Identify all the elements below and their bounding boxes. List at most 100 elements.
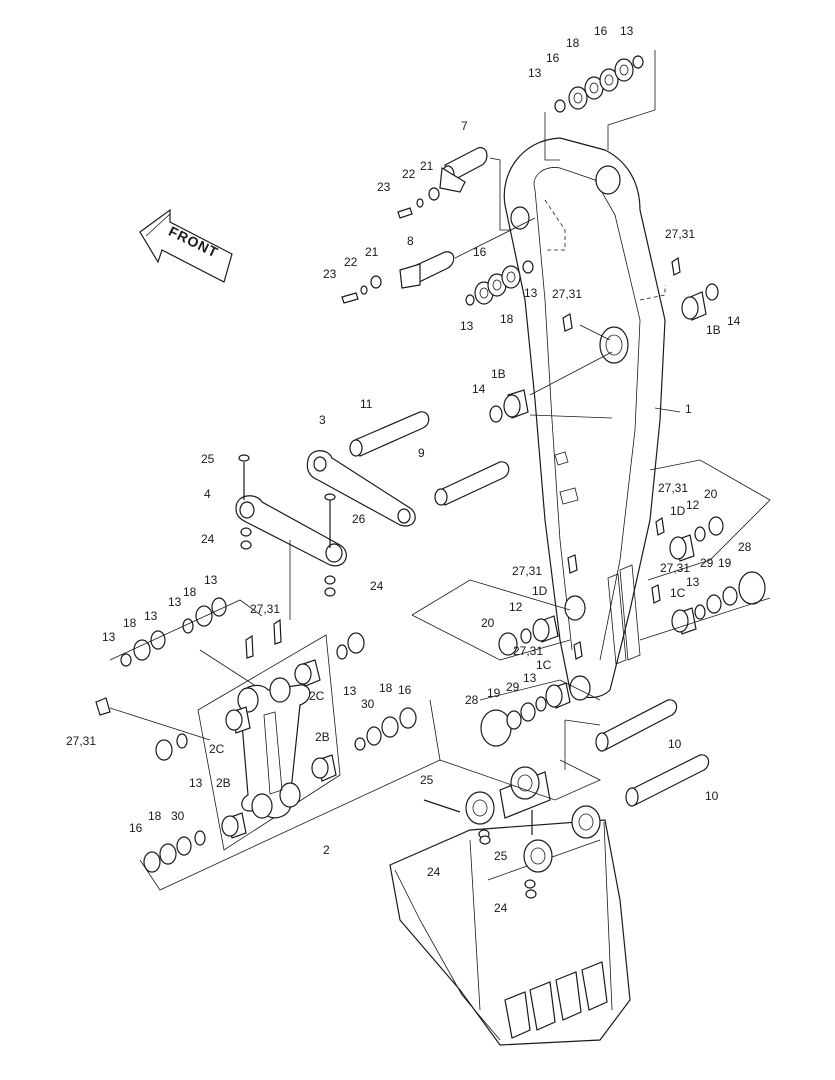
callout-58: 27,31: [250, 602, 280, 616]
link-3: [306, 450, 416, 527]
callout-46: 27,31: [513, 644, 543, 658]
callout-18: 14: [727, 314, 741, 328]
callout-69: 16: [129, 821, 143, 835]
callout-14: 13: [524, 286, 538, 300]
callout-6: 21: [420, 159, 434, 173]
callout-15: 13: [460, 319, 474, 333]
callout-48: 28: [465, 693, 479, 707]
callout-78: 24: [494, 901, 508, 915]
pin-7: [397, 147, 512, 231]
callout-44: 12: [509, 600, 523, 614]
callout-77: 24: [427, 865, 441, 879]
callout-62: 18: [379, 681, 393, 695]
callout-50: 29: [506, 680, 520, 694]
callout-40: 13: [686, 575, 700, 589]
callout-37: 29: [700, 556, 714, 570]
front-arrow: FRONT: [139, 208, 233, 283]
callout-7: 22: [402, 167, 416, 181]
callout-42: 27,31: [512, 564, 542, 578]
callout-66: 2B: [315, 730, 330, 744]
callout-23: 1: [685, 402, 692, 416]
bushing-1b: [489, 283, 719, 423]
callout-73: 10: [668, 737, 682, 751]
callout-16: 18: [500, 312, 514, 326]
callout-52: 13: [102, 630, 116, 644]
callout-47: 1C: [536, 658, 552, 672]
callout-11: 22: [344, 255, 358, 269]
callout-3: 16: [594, 24, 608, 38]
callout-0: 13: [528, 66, 542, 80]
left-washer-stacks: [109, 597, 263, 691]
callout-74: 10: [705, 789, 719, 803]
callout-35: 12: [686, 498, 700, 512]
callout-5: 7: [461, 119, 468, 133]
callout-13: 16: [473, 245, 487, 259]
callout-25: 3: [319, 413, 326, 427]
pin-11: [349, 411, 430, 457]
callout-54: 13: [144, 609, 158, 623]
callout-19: 1B: [706, 323, 721, 337]
callout-67: 2B: [216, 776, 231, 790]
callout-60: 2C: [309, 689, 325, 703]
callout-30: 24: [201, 532, 215, 546]
top-washer-stack: [544, 50, 656, 161]
callout-27: 25: [201, 452, 215, 466]
callout-72: 2: [323, 843, 330, 857]
callout-43: 1D: [532, 584, 548, 598]
callout-10: 21: [365, 245, 379, 259]
callout-57: 13: [204, 573, 218, 587]
arm-washer-stack: [465, 260, 534, 306]
callout-75: 25: [420, 773, 434, 787]
callout-32: 27,31: [658, 481, 688, 495]
callout-61: 13: [343, 684, 357, 698]
callout-51: 13: [523, 671, 537, 685]
pin-9: [434, 461, 510, 506]
callout-49: 19: [487, 686, 501, 700]
callout-59: 2C: [209, 742, 225, 756]
callout-4: 13: [620, 24, 634, 38]
callout-1: 16: [546, 51, 560, 65]
callout-64: 30: [361, 697, 375, 711]
callout-71: 30: [171, 809, 185, 823]
callout-56: 18: [183, 585, 197, 599]
callout-28: 4: [204, 487, 211, 501]
callout-12: 23: [323, 267, 337, 281]
callout-9: 8: [407, 234, 414, 248]
callout-39: 27,31: [660, 561, 690, 575]
callout-21: 1B: [491, 367, 506, 381]
callout-53: 18: [123, 616, 137, 630]
right-upper-stack: [647, 459, 771, 581]
callout-31: 24: [370, 579, 384, 593]
callout-70: 18: [148, 809, 162, 823]
callout-63: 16: [398, 683, 412, 697]
callout-41: 1C: [670, 586, 686, 600]
callout-8: 23: [377, 180, 391, 194]
callout-34: 1D: [670, 504, 686, 518]
callout-65: 27,31: [66, 734, 96, 748]
lower-arm-stack: [479, 679, 601, 747]
arm-assembly: [503, 137, 681, 701]
grease-fittings: [562, 256, 681, 660]
callout-17: 27,31: [665, 227, 695, 241]
callout-76: 25: [494, 849, 508, 863]
callout-38: 19: [718, 556, 732, 570]
bucket: [389, 759, 631, 1046]
pin-8: [341, 217, 536, 304]
pin-10: [564, 699, 710, 807]
callout-2: 18: [566, 36, 580, 50]
callout-68: 13: [189, 776, 203, 790]
callout-20: 27,31: [552, 287, 582, 301]
link-4: [235, 454, 347, 597]
callout-29: 26: [352, 512, 366, 526]
center-arm-stack: [411, 579, 571, 661]
callout-33: 20: [704, 487, 718, 501]
callout-24: 11: [360, 397, 373, 411]
callout-36: 28: [738, 540, 752, 554]
callout-45: 20: [481, 616, 495, 630]
link-2-washers: [139, 540, 441, 891]
callout-26: 9: [418, 446, 425, 460]
right-lower-stack: [639, 571, 771, 641]
link-2-assembly: [95, 618, 341, 851]
